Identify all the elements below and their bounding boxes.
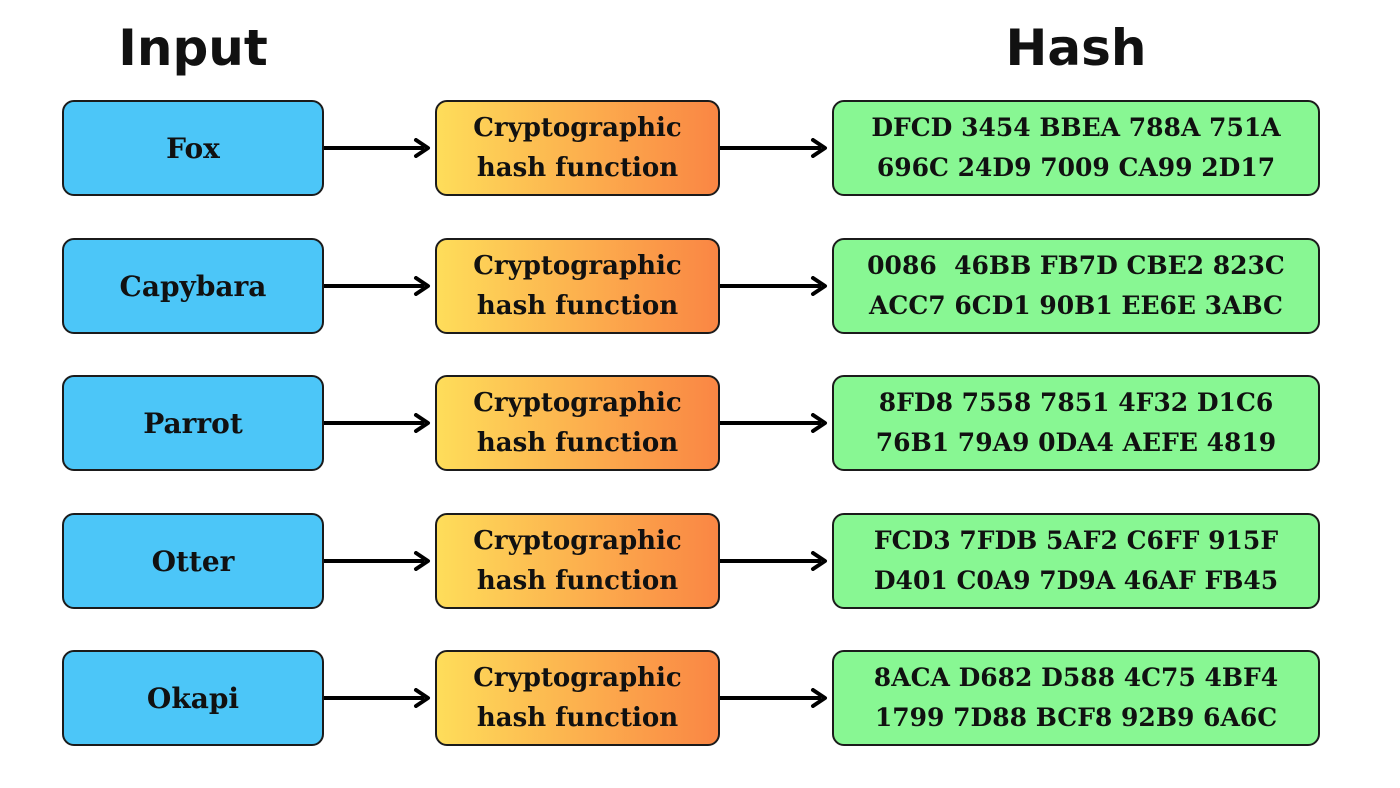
hash-function-box: Cryptographic hash function xyxy=(435,100,720,196)
function-label-line2: hash function xyxy=(476,153,679,183)
arrow-icon xyxy=(324,138,435,158)
function-label-line1: Cryptographic xyxy=(473,663,682,693)
function-label-line1: Cryptographic xyxy=(473,251,682,281)
arrow-icon xyxy=(324,276,435,296)
function-label-line1: Cryptographic xyxy=(473,388,682,418)
hash-line2: D401 C0A9 7D9A 46AF FB45 xyxy=(873,566,1279,595)
hash-output-box: DFCD 3454 BBEA 788A 751A 696C 24D9 7009 … xyxy=(832,100,1320,196)
arrow-icon xyxy=(324,413,435,433)
function-label-line2: hash function xyxy=(476,428,679,458)
hash-column-header: Hash xyxy=(1005,19,1147,77)
input-box: Okapi xyxy=(62,650,324,746)
arrow-icon xyxy=(324,688,435,708)
hash-line2: 696C 24D9 7009 CA99 2D17 xyxy=(876,153,1276,182)
arrow-icon xyxy=(720,138,832,158)
hash-row-parrot: Parrot Cryptographic hash function 8FD8 … xyxy=(0,375,1400,471)
function-label-line2: hash function xyxy=(476,566,679,596)
arrow-icon xyxy=(720,688,832,708)
arrow-icon xyxy=(720,413,832,433)
function-label-line2: hash function xyxy=(476,291,679,321)
hash-line2: 1799 7D88 BCF8 92B9 6A6C xyxy=(874,703,1278,732)
hash-row-fox: Fox Cryptographic hash function DFCD 345… xyxy=(0,100,1400,196)
hash-function-box: Cryptographic hash function xyxy=(435,513,720,609)
hash-output-box: 8FD8 7558 7851 4F32 D1C6 76B1 79A9 0DA4 … xyxy=(832,375,1320,471)
hash-output-box: 0086 46BB FB7D CBE2 823C ACC7 6CD1 90B1 … xyxy=(832,238,1320,334)
hash-line1: 8ACA D682 D588 4C75 4BF4 xyxy=(873,663,1279,692)
function-label-line1: Cryptographic xyxy=(473,113,682,143)
hash-line2: 76B1 79A9 0DA4 AEFE 4819 xyxy=(875,428,1277,457)
hash-row-otter: Otter Cryptographic hash function FCD3 7… xyxy=(0,513,1400,609)
hash-line1: 0086 46BB FB7D CBE2 823C xyxy=(867,251,1285,280)
hash-output-box: 8ACA D682 D588 4C75 4BF4 1799 7D88 BCF8 … xyxy=(832,650,1320,746)
function-label-line2: hash function xyxy=(476,703,679,733)
input-box: Otter xyxy=(62,513,324,609)
function-label-line1: Cryptographic xyxy=(473,526,682,556)
input-column-header: Input xyxy=(118,19,268,77)
input-box: Fox xyxy=(62,100,324,196)
arrow-icon xyxy=(324,551,435,571)
hash-line1: FCD3 7FDB 5AF2 C6FF 915F xyxy=(873,526,1279,555)
arrow-icon xyxy=(720,551,832,571)
hash-line1: DFCD 3454 BBEA 788A 751A xyxy=(871,113,1281,142)
hash-function-box: Cryptographic hash function xyxy=(435,375,720,471)
input-box: Parrot xyxy=(62,375,324,471)
arrow-icon xyxy=(720,276,832,296)
hash-row-okapi: Okapi Cryptographic hash function 8ACA D… xyxy=(0,650,1400,746)
hash-line2: ACC7 6CD1 90B1 EE6E 3ABC xyxy=(869,291,1283,320)
input-box: Capybara xyxy=(62,238,324,334)
hash-output-box: FCD3 7FDB 5AF2 C6FF 915F D401 C0A9 7D9A … xyxy=(832,513,1320,609)
hash-line1: 8FD8 7558 7851 4F32 D1C6 xyxy=(878,388,1274,417)
hash-row-capybara: Capybara Cryptographic hash function 008… xyxy=(0,238,1400,334)
hash-function-box: Cryptographic hash function xyxy=(435,650,720,746)
hash-function-box: Cryptographic hash function xyxy=(435,238,720,334)
